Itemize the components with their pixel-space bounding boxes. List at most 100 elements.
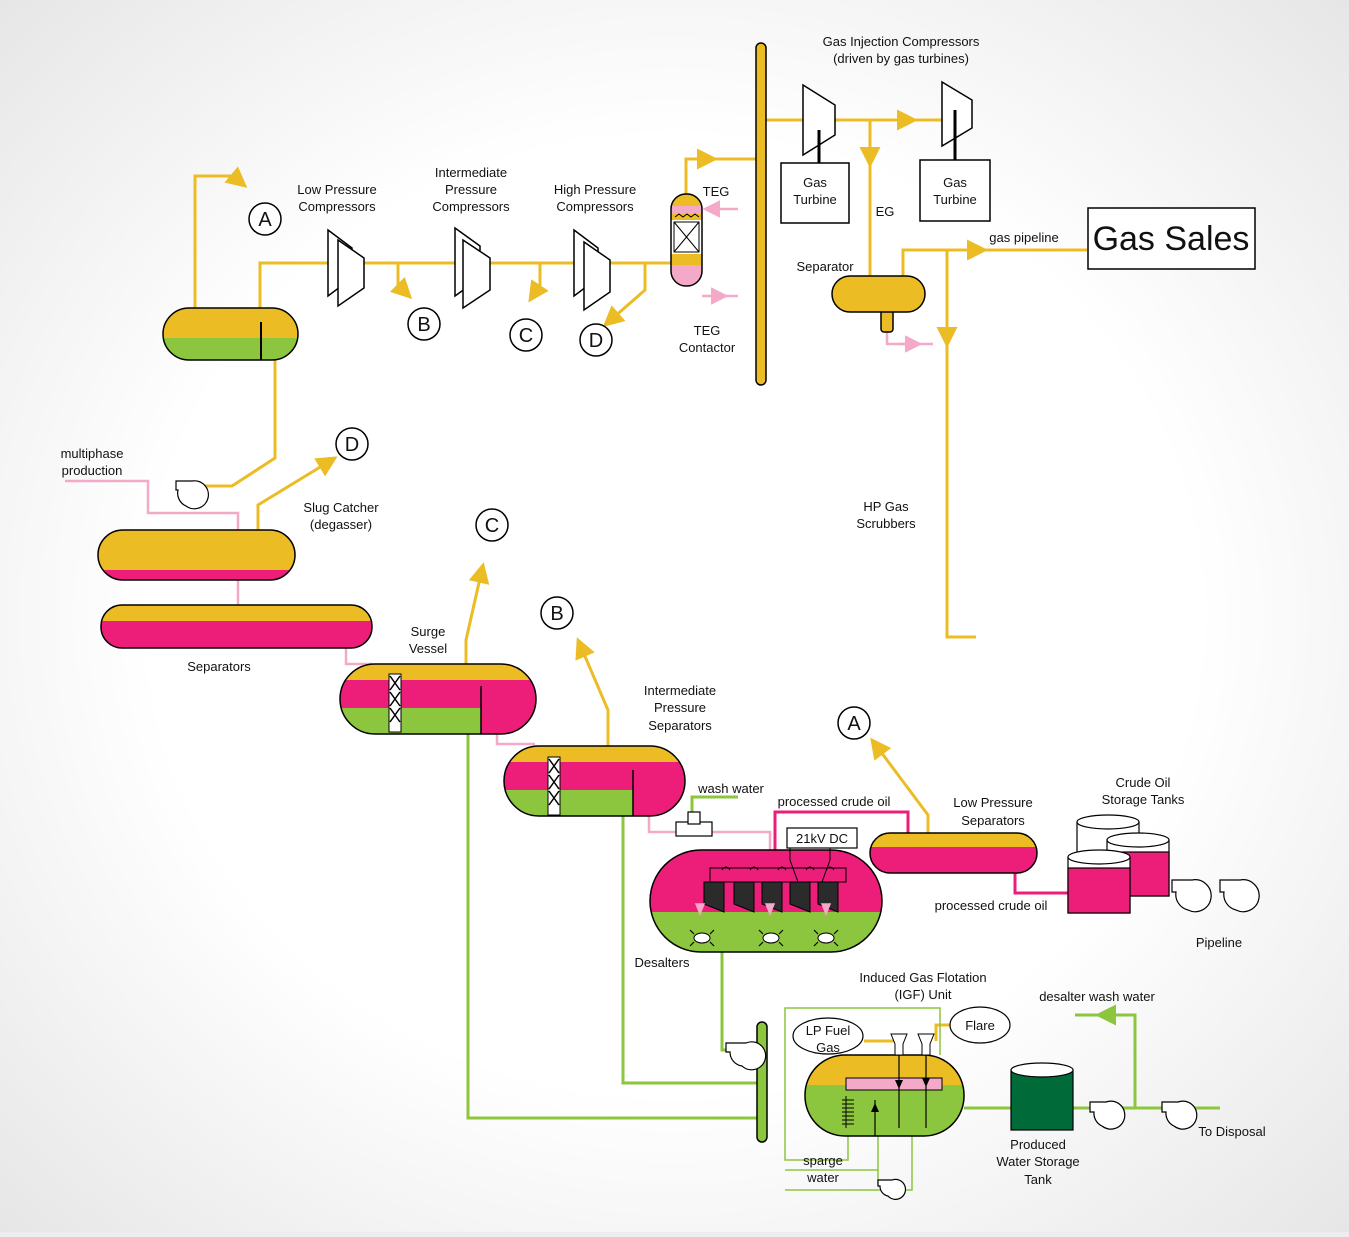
label-gas-injection-compressors-sub: (driven by gas turbines) — [833, 51, 969, 66]
label-multiphase-production-2: production — [62, 463, 123, 478]
label-produced-water-2: Water Storage — [996, 1154, 1079, 1169]
label-processed-crude-oil-top: processed crude oil — [778, 794, 891, 809]
label-hp-compressors-2: Compressors — [556, 199, 634, 214]
gas-injection-compressor-1 — [802, 83, 836, 157]
pipeline-pump-icon — [1171, 879, 1260, 913]
igf-unit — [804, 1033, 965, 1137]
label-gas-injection-compressors: Gas Injection Compressors — [823, 34, 980, 49]
label-ip-compressors-2: Pressure — [445, 182, 497, 197]
label-flare: Flare — [965, 1018, 995, 1033]
water-header-manifold — [756, 1021, 768, 1143]
label-igf: Induced Gas Flotation — [859, 970, 986, 985]
oil-lines — [773, 810, 1069, 895]
lp-fuel-gas-bubble — [792, 1017, 864, 1055]
label-sparge-water-2: water — [806, 1170, 839, 1185]
label-hp-compressors: High Pressure — [554, 182, 636, 197]
produced-water-storage-tank — [1010, 1062, 1074, 1131]
voltage-box — [786, 827, 858, 849]
label-lp-separators-2: Separators — [961, 813, 1025, 828]
label-ip-compressors: Intermediate — [435, 165, 507, 180]
label-processed-crude-oil-bottom: processed crude oil — [935, 898, 1048, 913]
label-produced-water-3: Tank — [1024, 1172, 1052, 1187]
disposal-pump-icon — [1089, 1100, 1198, 1130]
label-lp-separators: Low Pressure — [953, 795, 1032, 810]
label-pipeline: Pipeline — [1196, 935, 1242, 950]
high-pressure-compressor — [573, 228, 611, 312]
label-sparge-water: sparge — [803, 1153, 843, 1168]
label-hp-gas-scrubbers-2: Scrubbers — [856, 516, 916, 531]
connector-b-top: B — [417, 314, 430, 336]
compressor-suction-vessel — [162, 307, 299, 361]
gas-injection-compressor-2 — [941, 80, 973, 148]
label-produced-water: Produced — [1010, 1137, 1066, 1152]
label-voltage: 21kV DC — [796, 831, 848, 846]
label-low-pressure-compressors-2: Compressors — [298, 199, 376, 214]
label-ip-compressors-3: Compressors — [432, 199, 510, 214]
gas-separator — [831, 275, 926, 333]
label-lp-fuel-gas-2: Gas — [816, 1040, 840, 1055]
label-wash-water: wash water — [697, 781, 764, 796]
label-eg: EG — [876, 204, 895, 219]
gas-header-manifold — [755, 42, 767, 386]
slug-catcher — [97, 529, 296, 581]
label-desalter-wash-water: desalter wash water — [1039, 989, 1155, 1004]
gas-turbine-2 — [919, 159, 991, 222]
connector-a-lp: A — [847, 713, 861, 735]
label-hp-gas-scrubbers: HP Gas — [863, 499, 909, 514]
label-teg-contactor: TEG — [694, 323, 721, 338]
crude-oil-storage-tank-3 — [1067, 849, 1131, 914]
teg-contactor — [670, 193, 703, 287]
connector-circles — [248, 202, 871, 740]
label-gas-turbine-2b: Turbine — [933, 192, 977, 207]
label-teg-contactor-2: Contactor — [679, 340, 736, 355]
label-to-disposal: To Disposal — [1198, 1124, 1265, 1139]
sparge-pump-icon — [877, 1178, 907, 1200]
wash-water-mixer-neck — [687, 811, 701, 825]
label-multiphase-production: multiphase — [61, 446, 124, 461]
connector-c-top: C — [519, 325, 533, 347]
teg-lines — [65, 200, 933, 850]
gas-sales-box — [1087, 207, 1256, 270]
intermediate-pressure-separator — [503, 745, 686, 817]
intermediate-pressure-compressor — [454, 226, 491, 310]
label-crude-oil-storage-2: Storage Tanks — [1102, 792, 1185, 807]
gas-lines — [193, 109, 1087, 1043]
label-lp-fuel-gas: LP Fuel — [806, 1023, 851, 1038]
gas-sales-title: Gas Sales — [1093, 220, 1250, 258]
gas-turbine-1 — [780, 162, 850, 224]
label-teg: TEG — [703, 184, 730, 199]
label-gas-turbine-1: Gas — [803, 175, 827, 190]
pump-icon — [175, 480, 209, 510]
separators-vessel — [100, 604, 373, 649]
label-crude-oil-storage: Crude Oil — [1116, 775, 1171, 790]
connector-d-slug: D — [345, 434, 359, 456]
label-ip-separators-3: Separators — [648, 718, 712, 733]
low-pressure-separator — [869, 832, 1038, 874]
label-slug-catcher-2: (degasser) — [310, 517, 372, 532]
label-low-pressure-compressors: Low Pressure — [297, 182, 376, 197]
label-slug-catcher: Slug Catcher — [303, 500, 379, 515]
label-surge-vessel-2: Vessel — [409, 641, 447, 656]
label-surge-vessel: Surge — [411, 624, 446, 639]
sparge-lines — [784, 1007, 941, 1191]
connector-b-ip: B — [550, 603, 563, 625]
connector-a-top: A — [258, 209, 272, 231]
label-gas-turbine-1b: Turbine — [793, 192, 837, 207]
label-separator: Separator — [796, 259, 854, 274]
connector-c-surge: C — [485, 515, 499, 537]
label-gas-pipeline: gas pipeline — [989, 230, 1058, 245]
label-igf-2: (IGF) Unit — [894, 987, 951, 1002]
label-gas-turbine-2: Gas — [943, 175, 967, 190]
desalter-vessel — [649, 846, 883, 953]
low-pressure-compressor — [327, 228, 365, 308]
flare-bubble — [949, 1006, 1011, 1044]
label-ip-separators: Intermediate — [644, 683, 716, 698]
surge-vessel — [339, 663, 537, 735]
label-desalters: Desalters — [635, 955, 690, 970]
connector-d-top: D — [589, 330, 603, 352]
igf-feed-pump-icon — [725, 1041, 767, 1071]
label-separators: Separators — [187, 659, 251, 674]
label-ip-separators-2: Pressure — [654, 700, 706, 715]
